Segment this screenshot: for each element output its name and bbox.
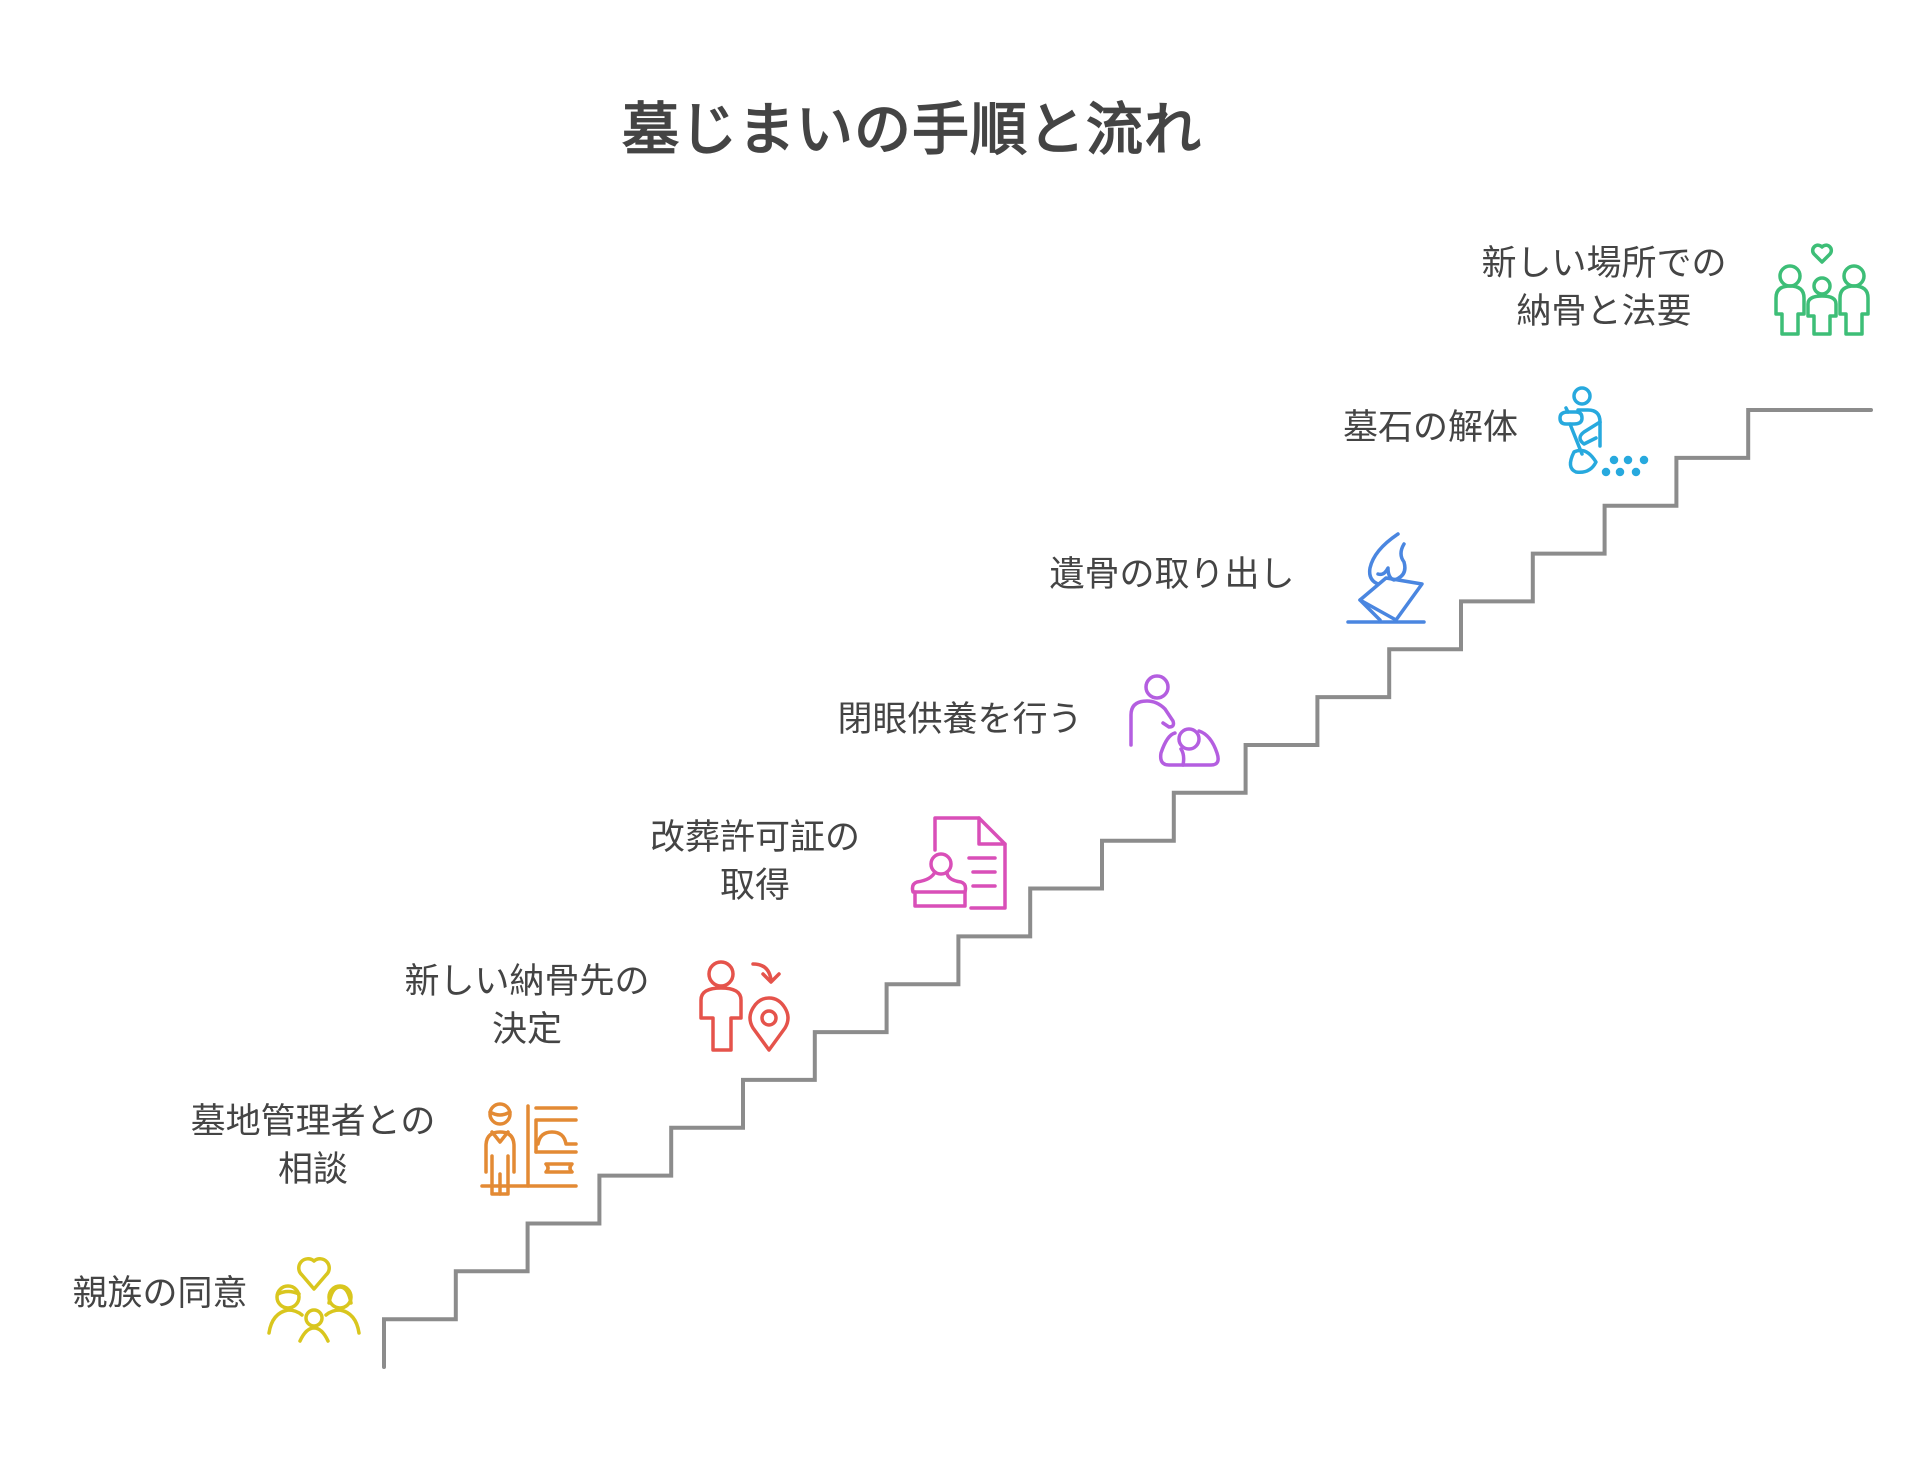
urn-removal-icon xyxy=(1346,528,1426,624)
step-2-label-line-2: 相談 xyxy=(277,1150,348,1190)
family-gathering-icon xyxy=(1774,242,1870,338)
step-7-label: 墓石の解体 xyxy=(1328,404,1533,452)
step-6-label-line-1: 遺骨の取り出し xyxy=(1049,555,1295,595)
step-8-label-line-1: 新しい場所での xyxy=(1481,244,1727,284)
step-2-label-line-1: 墓地管理者との xyxy=(190,1102,436,1142)
step-8-label-line-2: 納骨と法要 xyxy=(1516,292,1692,332)
step-2-label: 墓地管理者との 相談 xyxy=(163,1098,463,1194)
step-7-label-line-1: 墓石の解体 xyxy=(1342,408,1518,448)
step-3-label-line-2: 決定 xyxy=(491,1010,562,1050)
person-location-pin-icon xyxy=(697,958,793,1054)
step-3-label: 新しい納骨先の 決定 xyxy=(377,958,677,1054)
memorial-service-icon xyxy=(1127,673,1221,769)
step-4-label-line-1: 改葬許可証の xyxy=(649,818,860,858)
step-3-label-line-1: 新しい納骨先の xyxy=(404,962,650,1002)
step-5-label: 閉眼供養を行う xyxy=(820,696,1100,744)
step-4-label-line-2: 取得 xyxy=(719,866,790,906)
step-4-label: 改葬許可証の 取得 xyxy=(605,814,905,910)
step-8-label: 新しい場所での 納骨と法要 xyxy=(1454,240,1754,336)
step-1-label: 親族の同意 xyxy=(60,1270,260,1318)
cemetery-staff-icon xyxy=(480,1102,578,1198)
family-heart-icon xyxy=(266,1247,362,1343)
worker-demolition-icon xyxy=(1556,386,1654,478)
step-5-label-line-1: 閉眼供養を行う xyxy=(837,700,1083,740)
step-6-label: 遺骨の取り出し xyxy=(1032,551,1312,599)
stamp-document-icon xyxy=(910,814,1007,910)
diagram-title: 墓じまいの手順と流れ xyxy=(622,97,1202,163)
step-1-label-line-1: 親族の同意 xyxy=(72,1274,248,1314)
